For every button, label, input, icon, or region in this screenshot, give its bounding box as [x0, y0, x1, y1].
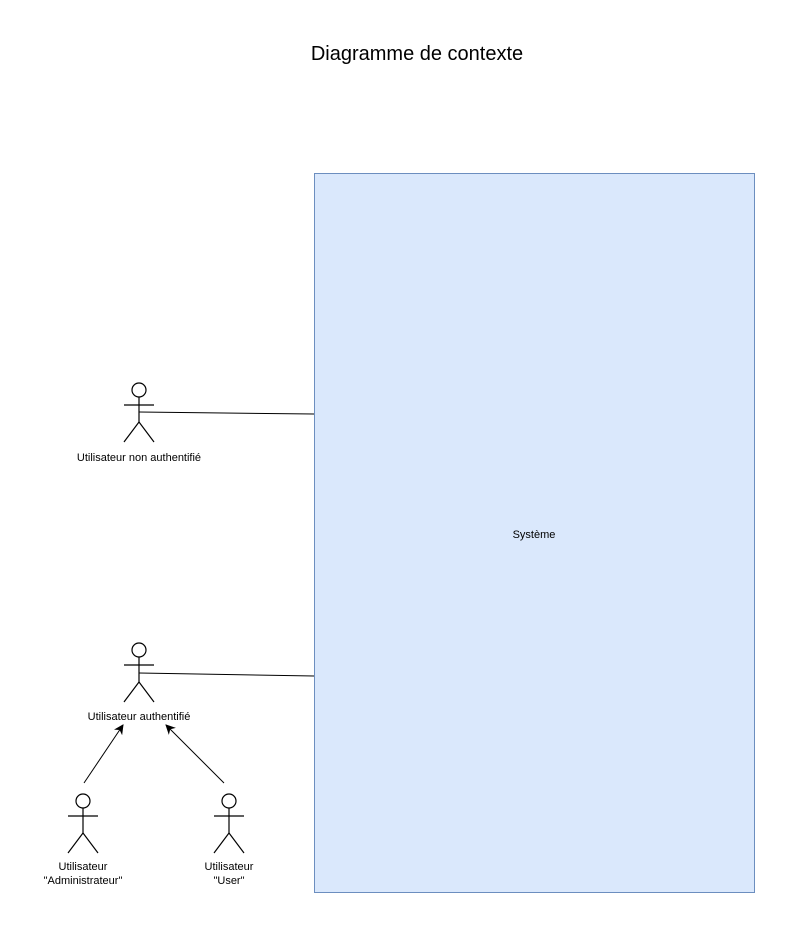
system-boundary[interactable] [314, 173, 755, 893]
actor-administrator-label-line1: Utilisateur [59, 861, 108, 873]
system-label: Système [513, 529, 556, 541]
diagram-title: Diagramme de contexte [311, 43, 523, 65]
actor-administrator[interactable] [67, 793, 99, 854]
stick-figure-icon [123, 642, 155, 703]
association-non-auth-system [138, 411, 315, 415]
actor-user-label-line2: "User" [213, 875, 244, 887]
actor-authenticated[interactable] [123, 642, 155, 703]
stick-figure-icon [67, 793, 99, 854]
stick-figure-icon [213, 793, 245, 854]
actor-non-authenticated[interactable] [123, 382, 155, 443]
stick-figure-icon [123, 382, 155, 443]
actor-non-authenticated-label: Utilisateur non authentifié [77, 452, 201, 464]
generalization-admin-auth [83, 724, 124, 784]
actor-user[interactable] [213, 793, 245, 854]
association-auth-system [138, 672, 315, 677]
generalization-user-auth [165, 724, 225, 784]
actor-user-label-line1: Utilisateur [205, 861, 254, 873]
actor-authenticated-label: Utilisateur authentifié [88, 711, 191, 723]
actor-administrator-label-line2: "Administrateur" [44, 875, 123, 887]
